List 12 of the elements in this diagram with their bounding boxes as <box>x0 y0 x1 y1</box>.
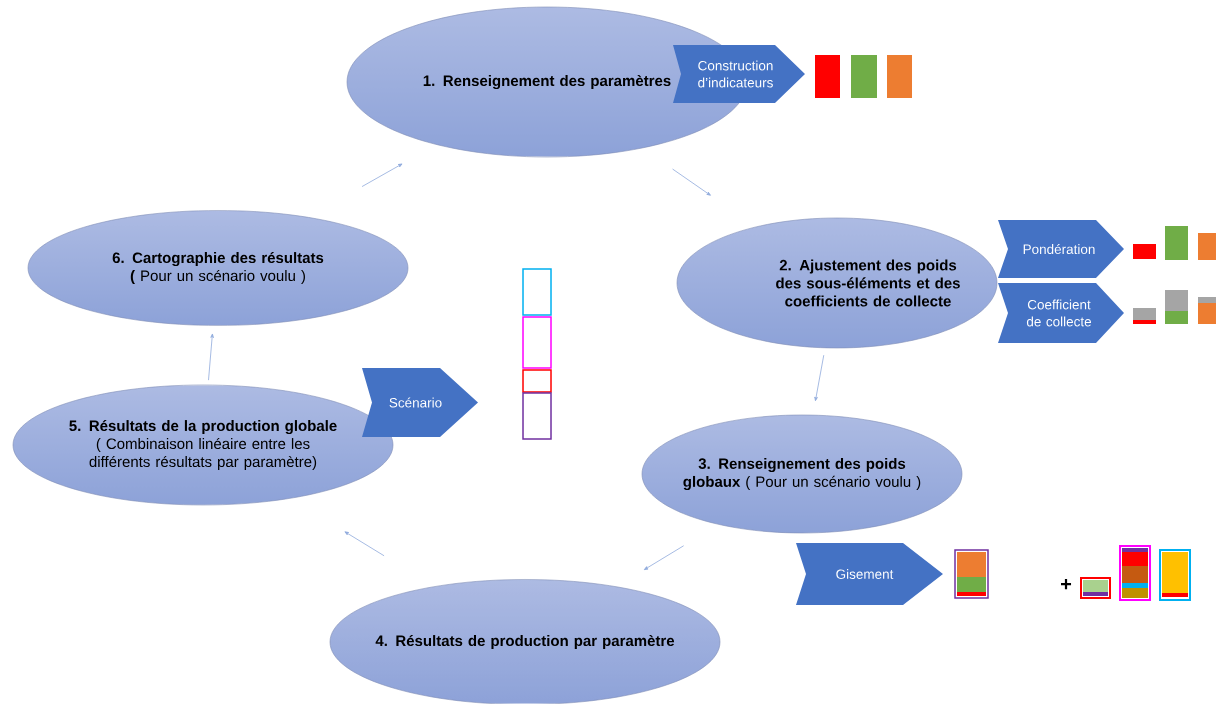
arrow <box>814 354 825 402</box>
arrow <box>208 333 214 381</box>
chevron-box: Gisement <box>796 543 943 605</box>
chevron-box: Scénario <box>362 368 478 437</box>
chevron-box: Pondération <box>998 220 1124 278</box>
arrow <box>643 545 685 571</box>
arrow <box>344 531 385 557</box>
plus-sign: + <box>1061 579 1072 590</box>
chevron-box: Construction d’indicateurs <box>673 45 805 103</box>
chevron-box: Coefficient de collecte <box>998 283 1124 343</box>
arrow <box>672 168 711 196</box>
arrow <box>361 163 403 187</box>
